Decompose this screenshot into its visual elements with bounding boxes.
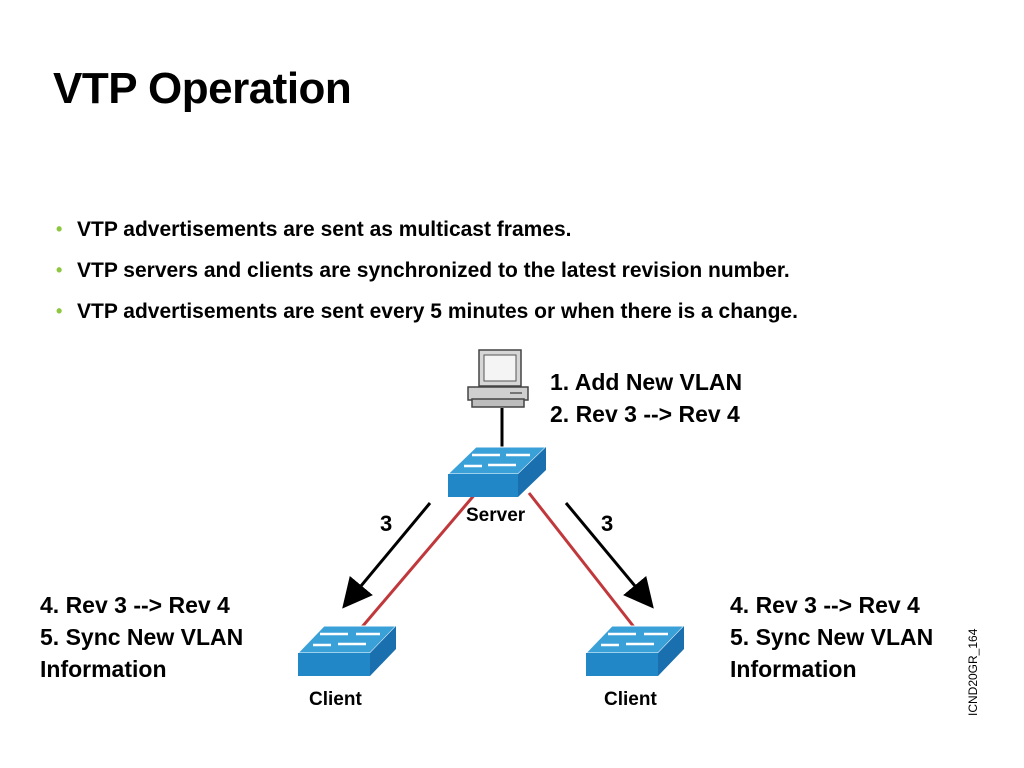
left-client-step-5-cont: Information	[40, 656, 167, 682]
left-client-label: Client	[309, 689, 362, 710]
right-advertisement-arrow	[564, 502, 654, 609]
bullet-item: •VTP servers and clients are synchronize…	[56, 250, 798, 291]
server-step-1: 1. Add New VLAN	[550, 369, 743, 395]
right-client-step-5: 5. Sync New VLAN	[730, 624, 934, 650]
left-client-switch-icon	[296, 625, 398, 676]
bullet-list: •VTP advertisements are sent as multicas…	[56, 209, 798, 332]
workstation-icon	[467, 349, 529, 408]
server-label: Server	[466, 505, 526, 526]
left-arrow-label: 3	[380, 511, 393, 536]
bullet-icon: •	[56, 260, 63, 280]
server-steps: 1. Add New VLAN 2. Rev 3 --> Rev 4	[550, 366, 742, 430]
bullet-item: •VTP advertisements are sent as multicas…	[56, 209, 798, 250]
bullet-icon: •	[56, 219, 63, 239]
right-client-step-4: 4. Rev 3 --> Rev 4	[730, 592, 920, 618]
right-client-step-5-cont: Information	[730, 656, 857, 682]
left-client-step-4: 4. Rev 3 --> Rev 4	[40, 592, 230, 618]
left-client-step-5: 5. Sync New VLAN	[40, 624, 244, 650]
figure-id: ICND20GR_164	[966, 628, 980, 716]
slide-title: VTP Operation	[53, 64, 352, 113]
link-server-left-client	[360, 492, 478, 628]
bullet-item: •VTP advertisements are sent every 5 min…	[56, 291, 798, 332]
right-client-label: Client	[604, 689, 657, 710]
right-client-steps: 4. Rev 3 --> Rev 4 5. Sync New VLAN Info…	[730, 589, 933, 685]
left-advertisement-arrow	[342, 502, 432, 609]
left-client-steps: 4. Rev 3 --> Rev 4 5. Sync New VLAN Info…	[40, 589, 243, 685]
server-switch-icon	[446, 446, 548, 497]
server-step-2: 2. Rev 3 --> Rev 4	[550, 401, 740, 427]
right-arrow-label: 3	[601, 511, 614, 536]
bullet-icon: •	[56, 301, 63, 321]
link-server-right-client	[527, 492, 636, 628]
right-client-switch-icon	[584, 625, 686, 676]
